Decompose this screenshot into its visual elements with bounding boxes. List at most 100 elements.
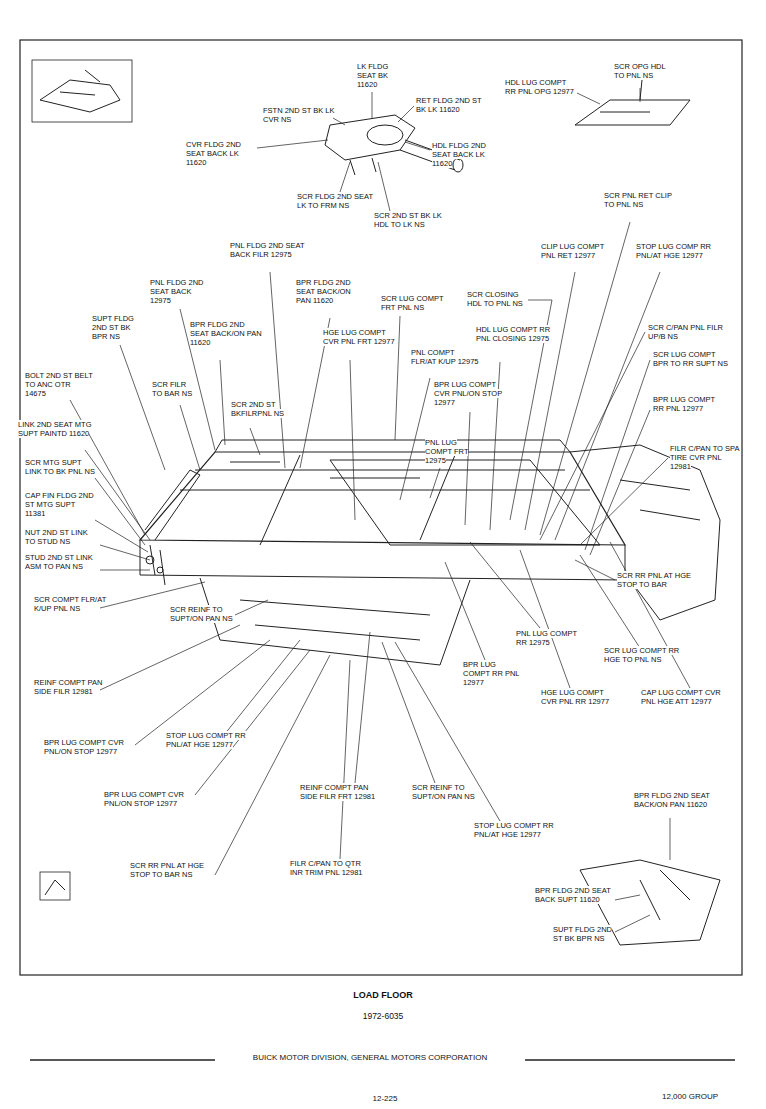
part-label-text: BPR LUG COMPT RR PNL 12977 — [653, 395, 715, 413]
part-label-text: PNL FLDG 2ND SEAT BACK 12975 — [150, 278, 204, 305]
part-label-text: LK FLDG SEAT BK 11620 — [357, 62, 388, 89]
part-label-text: PNL FLDG 2ND SEAT BACK FILR 12975 — [230, 241, 305, 259]
part-label-text: HDL LUG COMPT RR PNL OPG 12977 — [505, 78, 574, 96]
part-label-text: BOLT 2ND ST BELT TO ANC OTR 14675 — [25, 371, 93, 398]
part-label-text: SUPT FLDG 2ND ST BK BPR NS — [92, 314, 134, 341]
part-label: BOLT 2ND ST BELT TO ANC OTR 14675 — [25, 371, 93, 398]
part-label-text: HDL FLDG 2ND SEAT BACK LK 11620 — [432, 141, 486, 168]
footer-text-text: 12-225 — [373, 1094, 398, 1103]
part-label: SCR PNL RET CLIP TO PNL NS — [604, 191, 674, 209]
page-title: LOAD FLOOR — [283, 990, 483, 1000]
part-label: FILR C/PAN TO SPA TIRE CVR PNL 12981 — [670, 444, 740, 471]
part-label: BPR LUG COMPT RR PNL 12977 — [653, 395, 727, 413]
part-label-text: SCR REINF TO SUPT/ON PAN NS — [170, 605, 233, 623]
part-label-text: REINF COMPT PAN SIDE FILR 12981 — [34, 678, 102, 696]
part-label-text: PNL COMPT FLR/AT K/UP 12975 — [411, 348, 479, 366]
part-label: PNL FLDG 2ND SEAT BACK FILR 12975 — [230, 241, 310, 259]
part-label: NUT 2ND ST LINK TO STUD NS — [25, 528, 99, 546]
part-label: REINF COMPT PAN SIDE FILR FRT 12981 — [300, 783, 378, 801]
part-label: BPR FLDG 2ND SEAT BACK/ON PAN 11620 — [634, 791, 712, 809]
part-label: BPR LUG COMPT CVR PNL/ON STOP 12977 — [104, 790, 196, 808]
part-label: SCR FILR TO BAR NS — [152, 380, 194, 398]
part-label-text: BPR LUG COMPT CVR PNL/ON STOP 12977 — [104, 790, 184, 808]
part-label-text: BPR FLDG 2ND SEAT BACK/ON PAN 11620 — [190, 320, 262, 347]
part-label-text: SCR REINF TO SUPT/ON PAN NS — [412, 783, 475, 801]
part-label-text: SCR RR PNL AT HGE STOP TO BAR NS — [130, 861, 204, 879]
part-label-text: FILR C/PAN TO SPA TIRE CVR PNL 12981 — [670, 444, 739, 471]
footer-text: 12,000 GROUP — [640, 1092, 740, 1101]
part-label: SCR CLOSING HDL TO PNL NS — [467, 290, 531, 308]
part-label-text: PNL LUG COMPT FRT 12975 — [425, 438, 468, 465]
part-label-text: BPR FLDG 2ND SEAT BACK/ON PAN 11620 — [634, 791, 710, 809]
part-label: BPR LUG COMPT CVR PNL/ON STOP 12977 — [44, 738, 134, 756]
part-label-text: STOP LUG COMP RR PNL/AT HGE 12977 — [636, 242, 711, 260]
part-label: SCR COMPT FLR/AT K/UP PNL NS — [34, 595, 108, 613]
part-label-text: SCR C/PAN PNL FILR UP/B NS — [648, 323, 723, 341]
part-label: HDL FLDG 2ND SEAT BACK LK 11620 — [432, 141, 506, 168]
part-label-text: RET FLDG 2ND ST BK LK 11620 — [416, 96, 482, 114]
footer-text-text: 12,000 GROUP — [662, 1092, 718, 1101]
part-label: FILR C/PAN TO QTR INR TRIM PNL 12981 — [290, 859, 370, 877]
part-label: SCR 2ND ST BKFILRPNL NS — [231, 400, 287, 418]
part-label: PNL FLDG 2ND SEAT BACK 12975 — [150, 278, 212, 305]
part-label: SUPT FLDG 2ND ST BK BPR NS — [92, 314, 144, 341]
part-label: PNL COMPT FLR/AT K/UP 12975 — [411, 348, 479, 366]
figure-number-text: 1972-6035 — [363, 1011, 404, 1021]
part-label-text: HGE LUG COMPT CVR PNL FRT 12977 — [323, 328, 395, 346]
part-label: CVR FLDG 2ND SEAT BACK LK 11620 — [186, 140, 260, 167]
part-label-text: CAP LUG COMPT CVR PNL HGE ATT 12977 — [641, 688, 721, 706]
part-label-text: STOP LUG COMPT RR PNL/AT HGE 12977 — [166, 731, 246, 749]
part-label-text: SCR RR PNL AT HGE STOP TO BAR — [617, 571, 691, 589]
figure-number: 1972-6035 — [283, 1011, 483, 1021]
part-label: STOP LUG COMP RR PNL/AT HGE 12977 — [636, 242, 712, 260]
part-label-text: SCR FLDG 2ND SEAT LK TO FRM NS — [297, 192, 373, 210]
part-label: BPR LUG COMPT CVR PNL/ON STOP 12977 — [434, 380, 510, 407]
part-label: SCR LUG COMPT RR HGE TO PNL NS — [604, 646, 680, 664]
part-label: CAP LUG COMPT CVR PNL HGE ATT 12977 — [641, 688, 725, 706]
part-label: CAP FIN FLDG 2ND ST MTG SUPT 11381 — [25, 491, 95, 518]
part-label: HDL LUG COMPT RR PNL CLOSING 12975 — [476, 325, 556, 343]
part-label-text: SCR FILR TO BAR NS — [152, 380, 192, 398]
part-label-text: BPR FLDG 2ND SEAT BACK/ON PAN 11620 — [296, 278, 351, 305]
part-label: BPR FLDG 2ND SEAT BACK/ON PAN 11620 — [190, 320, 264, 347]
part-label: STOP LUG COMPT RR PNL/AT HGE 12977 — [166, 731, 248, 749]
part-label: BPR FLDG 2ND SEAT BACK/ON PAN 11620 — [296, 278, 362, 305]
part-label: SCR 2ND ST BK LK HDL TO LK NS — [374, 211, 444, 229]
part-label-text: CVR FLDG 2ND SEAT BACK LK 11620 — [186, 140, 241, 167]
part-label-text: LINK 2ND SEAT MTG SUPT PAINTD 11620 — [18, 420, 92, 438]
footer-text: 12-225 — [355, 1094, 415, 1103]
part-label-text: SCR 2ND ST BK LK HDL TO LK NS — [374, 211, 442, 229]
part-label: FSTN 2ND ST BK LK CVR NS — [263, 106, 335, 124]
part-label: SCR LUG COMPT BPR TO RR SUPT NS — [653, 350, 729, 368]
part-label-text: BPR LUG COMPT CVR PNL/ON STOP 12977 — [44, 738, 124, 756]
part-label: SCR LUG COMPT FRT PNL NS — [381, 294, 453, 312]
part-label-text: BPR FLDG 2ND SEAT BACK SUPT 11620 — [535, 886, 611, 904]
part-label: SCR FLDG 2ND SEAT LK TO FRM NS — [297, 192, 375, 210]
part-label: HDL LUG COMPT RR PNL OPG 12977 — [505, 78, 577, 96]
part-label-text: SCR LUG COMPT BPR TO RR SUPT NS — [653, 350, 728, 368]
part-label-text: REINF COMPT PAN SIDE FILR FRT 12981 — [300, 783, 375, 801]
page-title-text: LOAD FLOOR — [353, 990, 413, 1000]
part-label-text: SCR LUG COMPT FRT PNL NS — [381, 294, 444, 312]
part-label: LK FLDG SEAT BK 11620 — [357, 62, 407, 89]
part-label: SCR RR PNL AT HGE STOP TO BAR NS — [130, 861, 220, 879]
footer-text: BUICK MOTOR DIVISION, GENERAL MOTORS COR… — [215, 1053, 525, 1062]
part-label: SCR C/PAN PNL FILR UP/B NS — [648, 323, 728, 341]
part-label-text: HGE LUG COMPT CVR PNL RR 12977 — [541, 688, 609, 706]
part-label-text: FILR C/PAN TO QTR INR TRIM PNL 12981 — [290, 859, 363, 877]
footer-text-text: BUICK MOTOR DIVISION, GENERAL MOTORS COR… — [253, 1053, 487, 1062]
part-label-text: SCR MTG SUPT LINK TO BK PNL NS — [25, 458, 95, 476]
part-label: SCR REINF TO SUPT/ON PAN NS — [170, 605, 238, 623]
part-label: SCR OPG HDL TO PNL NS — [614, 62, 676, 80]
part-label: REINF COMPT PAN SIDE FILR 12981 — [34, 678, 108, 696]
part-label: BPR LUG COMPT RR PNL 12977 — [463, 660, 523, 687]
part-label-text: SCR OPG HDL TO PNL NS — [614, 62, 666, 80]
part-label: PNL LUG COMPT FRT 12975 — [425, 438, 483, 465]
part-label-text: STUD 2ND ST LINK ASM TO PAN NS — [25, 553, 93, 571]
part-label: HGE LUG COMPT CVR PNL RR 12977 — [541, 688, 615, 706]
part-label: STUD 2ND ST LINK ASM TO PAN NS — [25, 553, 99, 571]
part-label: PNL LUG COMPT RR 12975 — [516, 629, 578, 647]
part-label-text: BPR LUG COMPT CVR PNL/ON STOP 12977 — [434, 380, 502, 407]
part-label: SUPT FLDG 2ND ST BK BPR NS — [553, 925, 617, 943]
